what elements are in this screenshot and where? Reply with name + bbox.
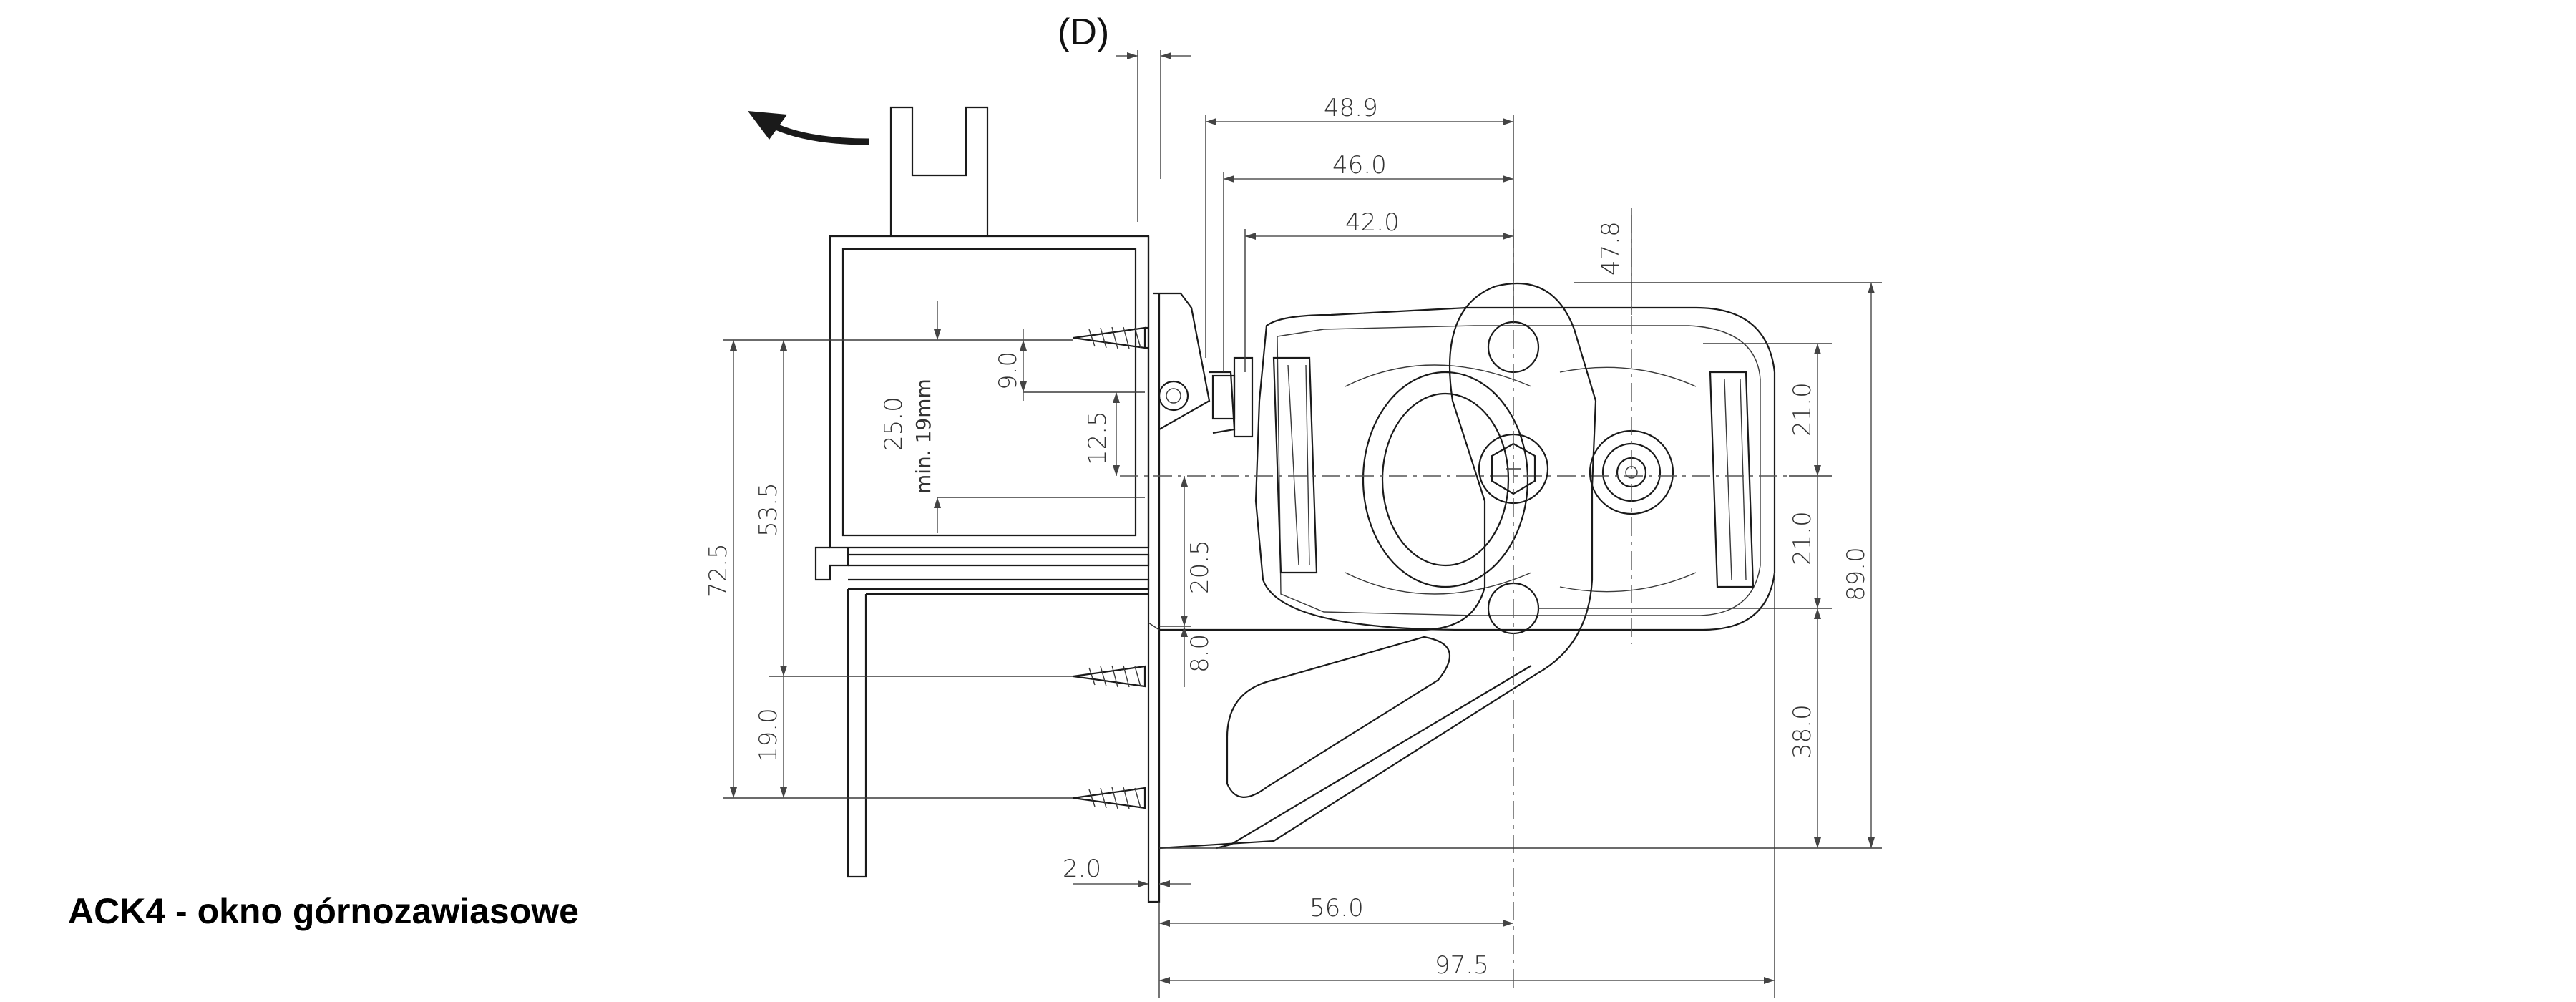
- dim-47-8: 47.8: [1596, 221, 1625, 276]
- dim-97-5: 97.5: [1435, 951, 1489, 980]
- actuator-body: [1120, 306, 1789, 631]
- right-dimensions: 21.0 21.0 38.0 89.0: [1159, 282, 1882, 998]
- dim-38-0: 38.0: [1788, 704, 1817, 759]
- dim-89-0: 89.0: [1842, 547, 1870, 601]
- curved-arrow-icon: [748, 111, 870, 145]
- bottom-dimensions: 2.0 56.0 97.5: [1063, 855, 1775, 998]
- wood-screw-icon: [1073, 326, 1148, 349]
- mounting-bracket: [1158, 215, 1632, 988]
- wood-screw-icon: [1073, 787, 1146, 809]
- dim-21-0-bottom: 21.0: [1788, 511, 1817, 565]
- dim-46-0: 46.0: [1332, 151, 1387, 180]
- d-marker-label: (D): [1058, 11, 1109, 53]
- dim-48-9: 48.9: [1324, 94, 1378, 122]
- gap-marker: (D): [1058, 11, 1191, 222]
- dim-53-5: 53.5: [754, 482, 783, 537]
- dim-19-0: 19.0: [754, 708, 783, 762]
- frame-profile: [814, 235, 1161, 903]
- dim-20-5: 20.5: [1186, 540, 1214, 594]
- dim-42-0: 42.0: [1345, 208, 1400, 237]
- dim-72-5: 72.5: [704, 543, 733, 598]
- width-dimensions: 48.9 46.0 42.0: [1205, 94, 1514, 372]
- dim-21-0-top: 21.0: [1788, 382, 1817, 437]
- sash-fork-tool: [889, 106, 989, 236]
- dim-8-0: 8.0: [1186, 634, 1214, 673]
- min-thickness-note: min. 19mm: [912, 379, 935, 494]
- dim-12-5: 12.5: [1083, 411, 1112, 465]
- sash-connector: [1153, 292, 1254, 438]
- drawing-title: ACK4 - okno górnozawiasowe: [68, 891, 579, 931]
- dim-47-8-group: 47.8: [1596, 208, 1632, 315]
- left-dimensions: 72.5 53.5 19.0 25.0 min. 19mm 9.0 12.5 2…: [704, 301, 1214, 799]
- wood-screw-icon: [1073, 665, 1146, 688]
- dim-9-0: 9.0: [994, 351, 1023, 390]
- dim-56-0: 56.0: [1309, 894, 1364, 923]
- dim-2-0: 2.0: [1063, 855, 1101, 883]
- dim-25-0: 25.0: [879, 397, 908, 451]
